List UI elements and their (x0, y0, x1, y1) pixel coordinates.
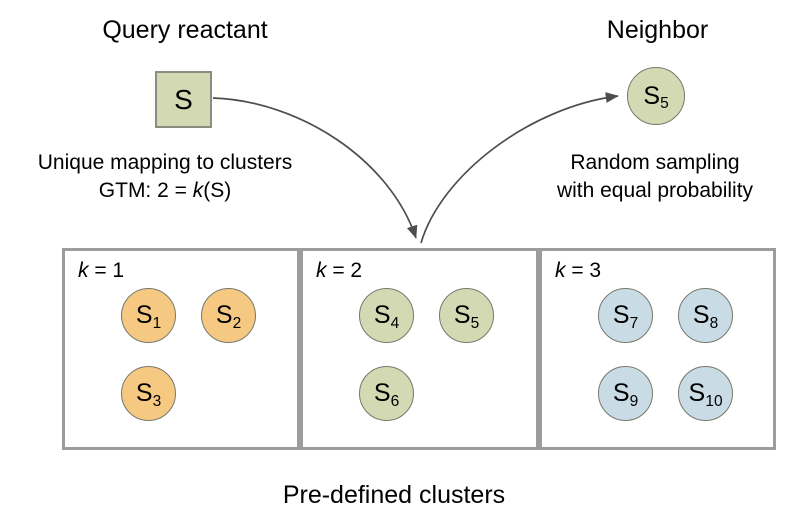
neighbor-node-base: S (643, 81, 661, 110)
member-base: S (692, 301, 710, 329)
cluster-3-k-label: k = 3 (555, 259, 601, 283)
member-subscript: 9 (629, 392, 639, 410)
cluster-3-k-value: = 3 (565, 259, 602, 282)
gtm-suffix: (S) (203, 179, 232, 202)
cluster-3-k-variable: k (555, 259, 566, 282)
left-caption-line2: GTM: 2 = k(S) (5, 178, 325, 205)
cluster-1-k-label: k = 1 (78, 259, 124, 283)
cluster-member-circle[interactable]: S6 (359, 366, 414, 421)
member-label: S6 (373, 379, 399, 409)
member-subscript: 8 (709, 314, 719, 332)
query-reactant-node[interactable]: S (155, 71, 212, 128)
member-subscript: 3 (152, 392, 162, 410)
member-base: S (215, 301, 233, 329)
cluster-1-k-value: = 1 (88, 259, 125, 282)
cluster-member-circle[interactable]: S1 (121, 288, 176, 343)
member-subscript: 1 (152, 314, 162, 332)
cluster-member-circle[interactable]: S3 (121, 366, 176, 421)
member-subscript: 6 (390, 392, 400, 410)
member-label: S7 (612, 301, 638, 331)
member-subscript: 7 (629, 314, 639, 332)
neighbor-node[interactable]: S5 (627, 67, 685, 125)
member-subscript: 5 (470, 314, 480, 332)
cluster-member-circle[interactable]: S5 (439, 288, 494, 343)
member-base: S (135, 301, 153, 329)
member-label: S2 (215, 301, 241, 331)
member-label: S1 (135, 301, 161, 331)
cluster-member-circle[interactable]: S2 (201, 288, 256, 343)
cluster-member-circle[interactable]: S9 (598, 366, 653, 421)
bottom-caption: Pre-defined clusters (282, 481, 506, 509)
query-node-label: S (174, 83, 193, 115)
cluster-box-2[interactable]: k = 2 S4 S5 S6 (300, 248, 539, 450)
member-base: S (135, 379, 153, 407)
member-label: S5 (453, 301, 479, 331)
member-label: S10 (688, 379, 723, 409)
cluster-2-k-variable: k (316, 259, 327, 282)
neighbor-node-label: S5 (643, 81, 669, 113)
left-caption-line1: Unique mapping to clusters (37, 151, 293, 174)
cluster-2-k-value: = 2 (326, 259, 363, 282)
member-subscript: 2 (232, 314, 242, 332)
cluster-2-k-label: k = 2 (316, 259, 362, 283)
member-base: S (612, 301, 630, 329)
right-caption-line2: with equal probability (556, 179, 754, 202)
member-base: S (453, 301, 471, 329)
cluster-member-circle[interactable]: S7 (598, 288, 653, 343)
member-base: S (688, 379, 706, 407)
cluster-1-k-variable: k (78, 259, 89, 282)
member-label: S8 (692, 301, 718, 331)
cluster-member-circle[interactable]: S10 (678, 366, 733, 421)
member-label: S4 (373, 301, 399, 331)
cluster-box-1[interactable]: k = 1 S1 S2 S3 (62, 248, 300, 450)
cluster-member-circle[interactable]: S8 (678, 288, 733, 343)
member-base: S (612, 379, 630, 407)
member-label: S9 (612, 379, 638, 409)
member-base: S (373, 379, 391, 407)
gtm-k-variable: k (192, 179, 204, 202)
right-caption-line1: Random sampling (570, 151, 740, 174)
neighbor-heading: Neighbor (606, 16, 709, 44)
cluster-box-3[interactable]: k = 3 S7 S8 S9 S10 (539, 248, 776, 450)
cluster-member-circle[interactable]: S4 (359, 288, 414, 343)
gtm-prefix: GTM: 2 = (98, 179, 193, 202)
member-base: S (373, 301, 391, 329)
query-reactant-heading: Query reactant (102, 16, 268, 44)
neighbor-node-subscript: 5 (660, 95, 669, 113)
member-subscript: 4 (390, 314, 400, 332)
member-subscript: 10 (705, 392, 723, 410)
member-label: S3 (135, 379, 161, 409)
